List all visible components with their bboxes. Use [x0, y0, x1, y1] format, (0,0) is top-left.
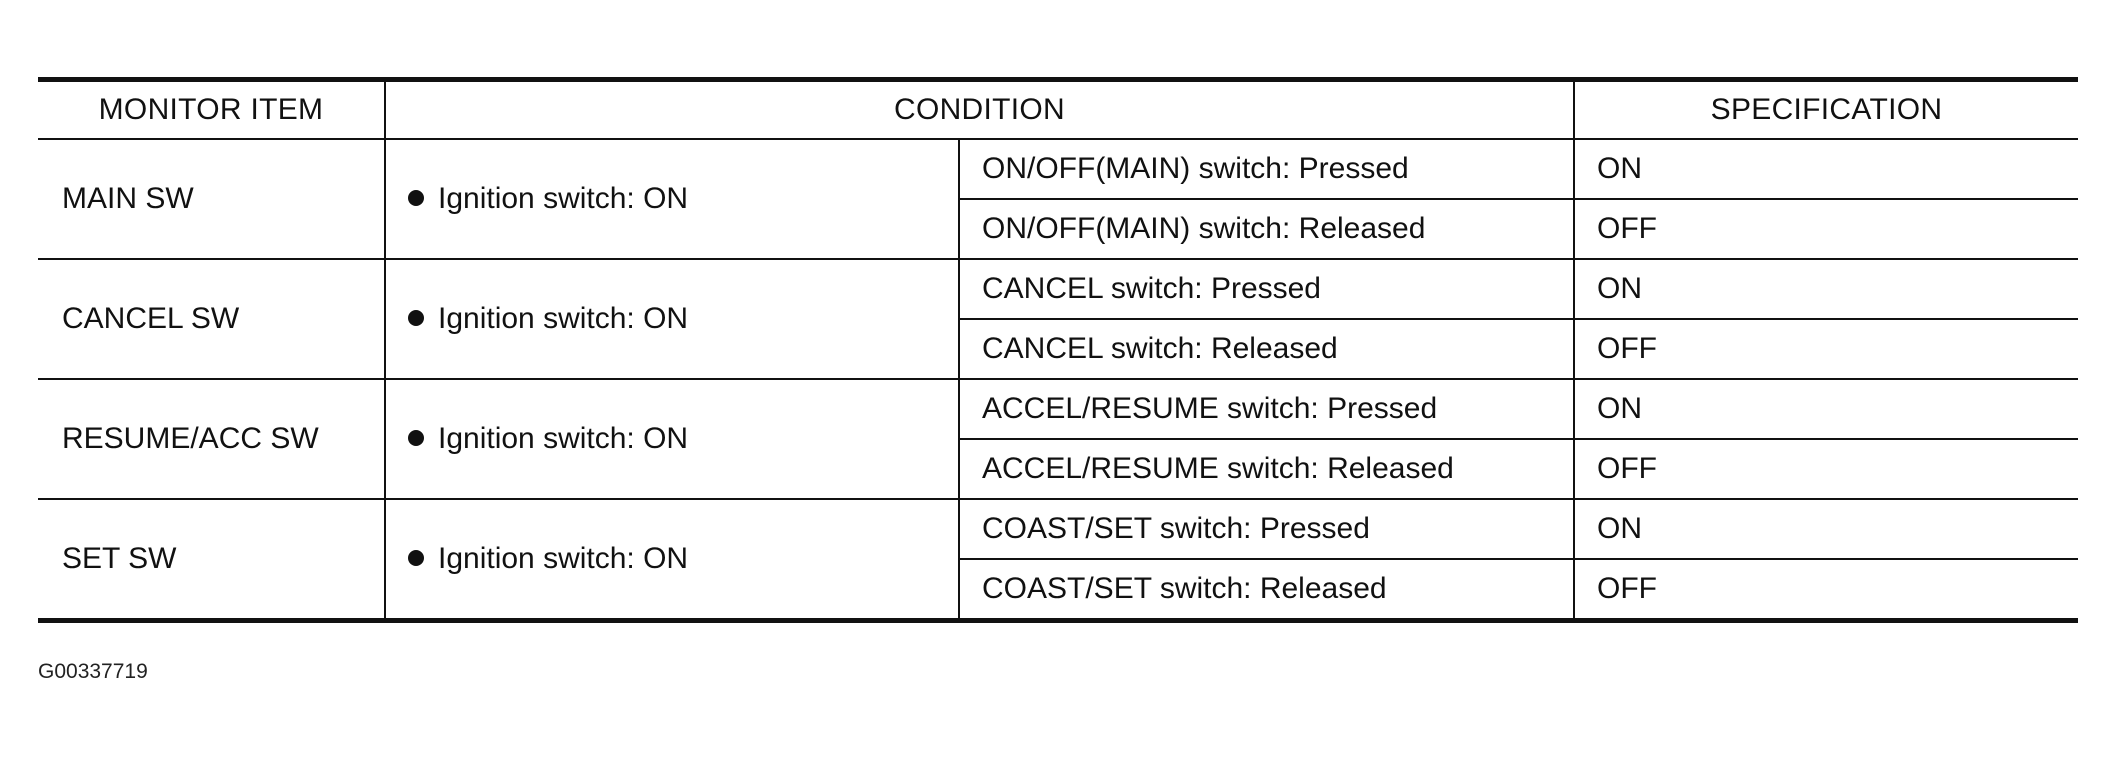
header-specification: SPECIFICATION [1573, 79, 2078, 140]
bullet-icon [408, 190, 424, 207]
condition-detail-cell: ACCEL/RESUME switch: Released [958, 439, 1574, 500]
condition-cell: Ignition switch: ON [384, 259, 959, 380]
condition-cell: Ignition switch: ON [384, 379, 959, 500]
table-row: RESUME/ACC SW Ignition switch: ON ACCEL/… [38, 379, 2078, 500]
specification-cell: ON [1573, 259, 2078, 320]
monitor-item-cell: MAIN SW [38, 139, 385, 260]
specification-cell: OFF [1573, 199, 2078, 260]
condition-text: Ignition switch: ON [438, 182, 689, 215]
condition-detail-cell: COAST/SET switch: Pressed [958, 499, 1574, 560]
specification-cell: OFF [1573, 319, 2078, 380]
condition-text: Ignition switch: ON [438, 422, 689, 455]
monitor-item-cell: CANCEL SW [38, 259, 385, 380]
table-row: COAST/SET switch: Released OFF [38, 559, 2078, 621]
table-row: CANCEL switch: Released OFF [38, 319, 2078, 380]
condition-detail-cell: CANCEL switch: Pressed [958, 259, 1574, 320]
header-monitor-item: MONITOR ITEM [38, 79, 385, 140]
condition-detail-cell: CANCEL switch: Released [958, 319, 1574, 380]
monitor-item-cell: SET SW [62, 542, 177, 575]
condition-cell: Ignition switch: ON [384, 139, 959, 260]
table-row: ON/OFF(MAIN) switch: Released OFF [38, 199, 2078, 260]
condition-detail-cell: ON/OFF(MAIN) switch: Pressed [958, 139, 1574, 200]
table-row: ACCEL/RESUME switch: Released OFF [38, 439, 2078, 500]
specification-cell: ON [1573, 379, 2078, 440]
condition-detail-cell: COAST/SET switch: Released [958, 559, 1574, 621]
table-row: SET SW Ignition switch: ON COAST/SET swi… [38, 499, 2078, 621]
specification-cell: OFF [1573, 439, 2078, 500]
specification-cell: OFF [1573, 559, 2078, 621]
monitor-item-cell: RESUME/ACC SW [38, 379, 385, 500]
condition-detail-cell: ACCEL/RESUME switch: Pressed [958, 379, 1574, 440]
bullet-icon [408, 550, 424, 567]
bullet-icon [408, 310, 424, 327]
table-row: CANCEL SW Ignition switch: ON CANCEL swi… [38, 259, 2078, 380]
bullet-icon [408, 430, 424, 447]
header-row: MONITOR ITEM CONDITION SPECIFICATION [38, 79, 2078, 140]
specification-cell: ON [1573, 499, 2078, 560]
header-condition: CONDITION [384, 79, 1574, 140]
condition-text: Ignition switch: ON [438, 302, 689, 335]
specification-cell: ON [1573, 139, 2078, 200]
monitor-item-table: MONITOR ITEM CONDITION SPECIFICATION MAI… [38, 77, 2078, 623]
condition-detail-cell: ON/OFF(MAIN) switch: Released [958, 199, 1574, 260]
condition-text: Ignition switch: ON [438, 542, 689, 575]
figure-id-caption: G00337719 [38, 660, 148, 683]
condition-cell: Ignition switch: ON [384, 499, 959, 621]
table-row: MAIN SW Ignition switch: ON ON/OFF(MAIN)… [38, 139, 2078, 260]
